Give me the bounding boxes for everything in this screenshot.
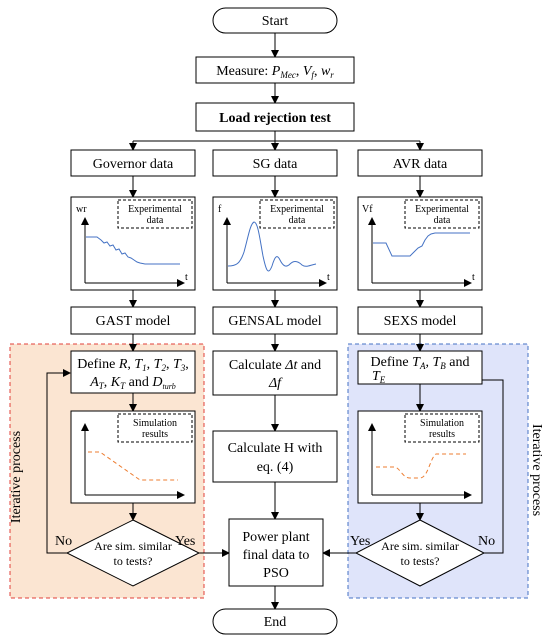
measure-box [195,56,355,84]
end-terminal [212,608,338,635]
sg-plot-legend-line2: data [289,215,306,226]
sexs-sim-plot-legend-line1: Simulation [420,418,464,429]
avr-experimental-curve [373,232,470,257]
gast-decision-line1: Are sim. similar [94,539,172,553]
calculate-h-box [212,430,338,483]
sg-plot-xlabel: t [327,272,330,283]
sexs-no-label: No [478,534,495,549]
final-data-box [228,518,324,587]
gast-decision-line2: to tests? [114,554,153,568]
gensal-model-box [212,306,338,335]
sexs-yes-label: Yes [350,534,370,549]
define-sexs-params-line1: Define TA, TB and [371,355,470,371]
gast-yes-label: Yes [175,534,195,549]
define-gast-params-line1: Define R, T1, T2, T3, [77,357,189,373]
gast-simulation-curve [88,451,178,481]
final-data-line1: Power plant [242,530,309,545]
calculate-dt-df-line2: Δf [268,376,283,391]
governor-data-box [70,149,196,177]
governor-data-label: Governor data [93,157,174,172]
final-data-line2: final data to [243,548,310,563]
avr-plot-xlabel: t [472,272,475,283]
define-gast-params-box [70,350,196,394]
sg-plot-legend-line1: Experimental [270,204,324,215]
sg-data-label: SG data [253,157,299,172]
sexs-similarity-decision [354,519,486,587]
governor-plot-xlabel: t [185,272,188,283]
governor-plot-legend-box [117,199,193,229]
gast-no-label: No [55,534,72,549]
sexs-model-box [357,306,483,335]
define-gast-params-line2: AT, KT and Dturb [89,375,176,391]
sg-data-box [212,149,338,177]
final-data-line3: PSO [263,566,289,581]
calculate-h-line1: Calculate H with [228,441,323,456]
avr-plot-legend-box [404,199,480,229]
sexs-decision-line2: to tests? [401,554,440,568]
avr-experimental-plot: Vf t Experimental data [357,196,483,291]
sexs-simulation-plot: Simulation results [357,410,483,504]
calculate-dt-df-line1: Calculate Δt and [229,358,321,373]
gast-sim-plot-legend-line2: results [142,429,168,440]
governor-plot-legend-line2: data [147,215,164,226]
sg-experimental-plot: f t Experimental data [212,196,338,291]
edges [46,33,504,610]
gast-model-box [70,306,196,335]
gast-model-label: GAST model [96,314,171,329]
sexs-simulation-curve [376,453,466,479]
avr-data-label: AVR data [393,157,448,172]
avr-data-box [357,149,483,177]
sexs-sim-plot-legend-line2: results [429,429,455,440]
sg-experimental-curve [227,221,317,272]
measure-label: Measure: PMec, Vf, wr [216,64,334,80]
load-rejection-test-label: Load rejection test [219,111,331,126]
sexs-decision-line1: Are sim. similar [381,539,459,553]
end-label: End [264,615,287,630]
define-sexs-params-box [357,350,483,385]
gast-simulation-plot: Simulation results [70,410,196,504]
iterative-process-label-left: Iterative process [9,431,24,523]
calculate-dt-df-box [212,350,338,396]
sexs-sim-plot-legend-box [404,413,480,443]
gast-sim-plot-legend-line1: Simulation [133,418,177,429]
sexs-model-label: SEXS model [384,314,457,329]
governor-plot-legend-line1: Experimental [128,204,182,215]
start-label: Start [262,14,289,29]
sg-plot-ylabel: f [218,204,222,215]
governor-plot-ylabel: wr [76,204,87,215]
gast-sim-plot-legend-box [117,413,193,443]
sg-plot-legend-box [259,199,335,229]
calculate-h-line2: eq. (4) [257,460,294,475]
avr-plot-legend-line2: data [434,215,451,226]
gast-similarity-decision [65,519,201,587]
governor-experimental-curve [86,236,180,265]
iterative-process-label-right: Iterative process [529,424,544,516]
governor-experimental-plot: wr t Experimental data [70,196,196,291]
start-terminal [212,7,338,34]
load-rejection-test-box [195,102,355,132]
avr-plot-legend-line1: Experimental [415,204,469,215]
gensal-model-label: GENSAL model [228,314,321,329]
define-sexs-params-line2: TE [372,369,386,385]
avr-plot-ylabel: Vf [362,204,373,215]
